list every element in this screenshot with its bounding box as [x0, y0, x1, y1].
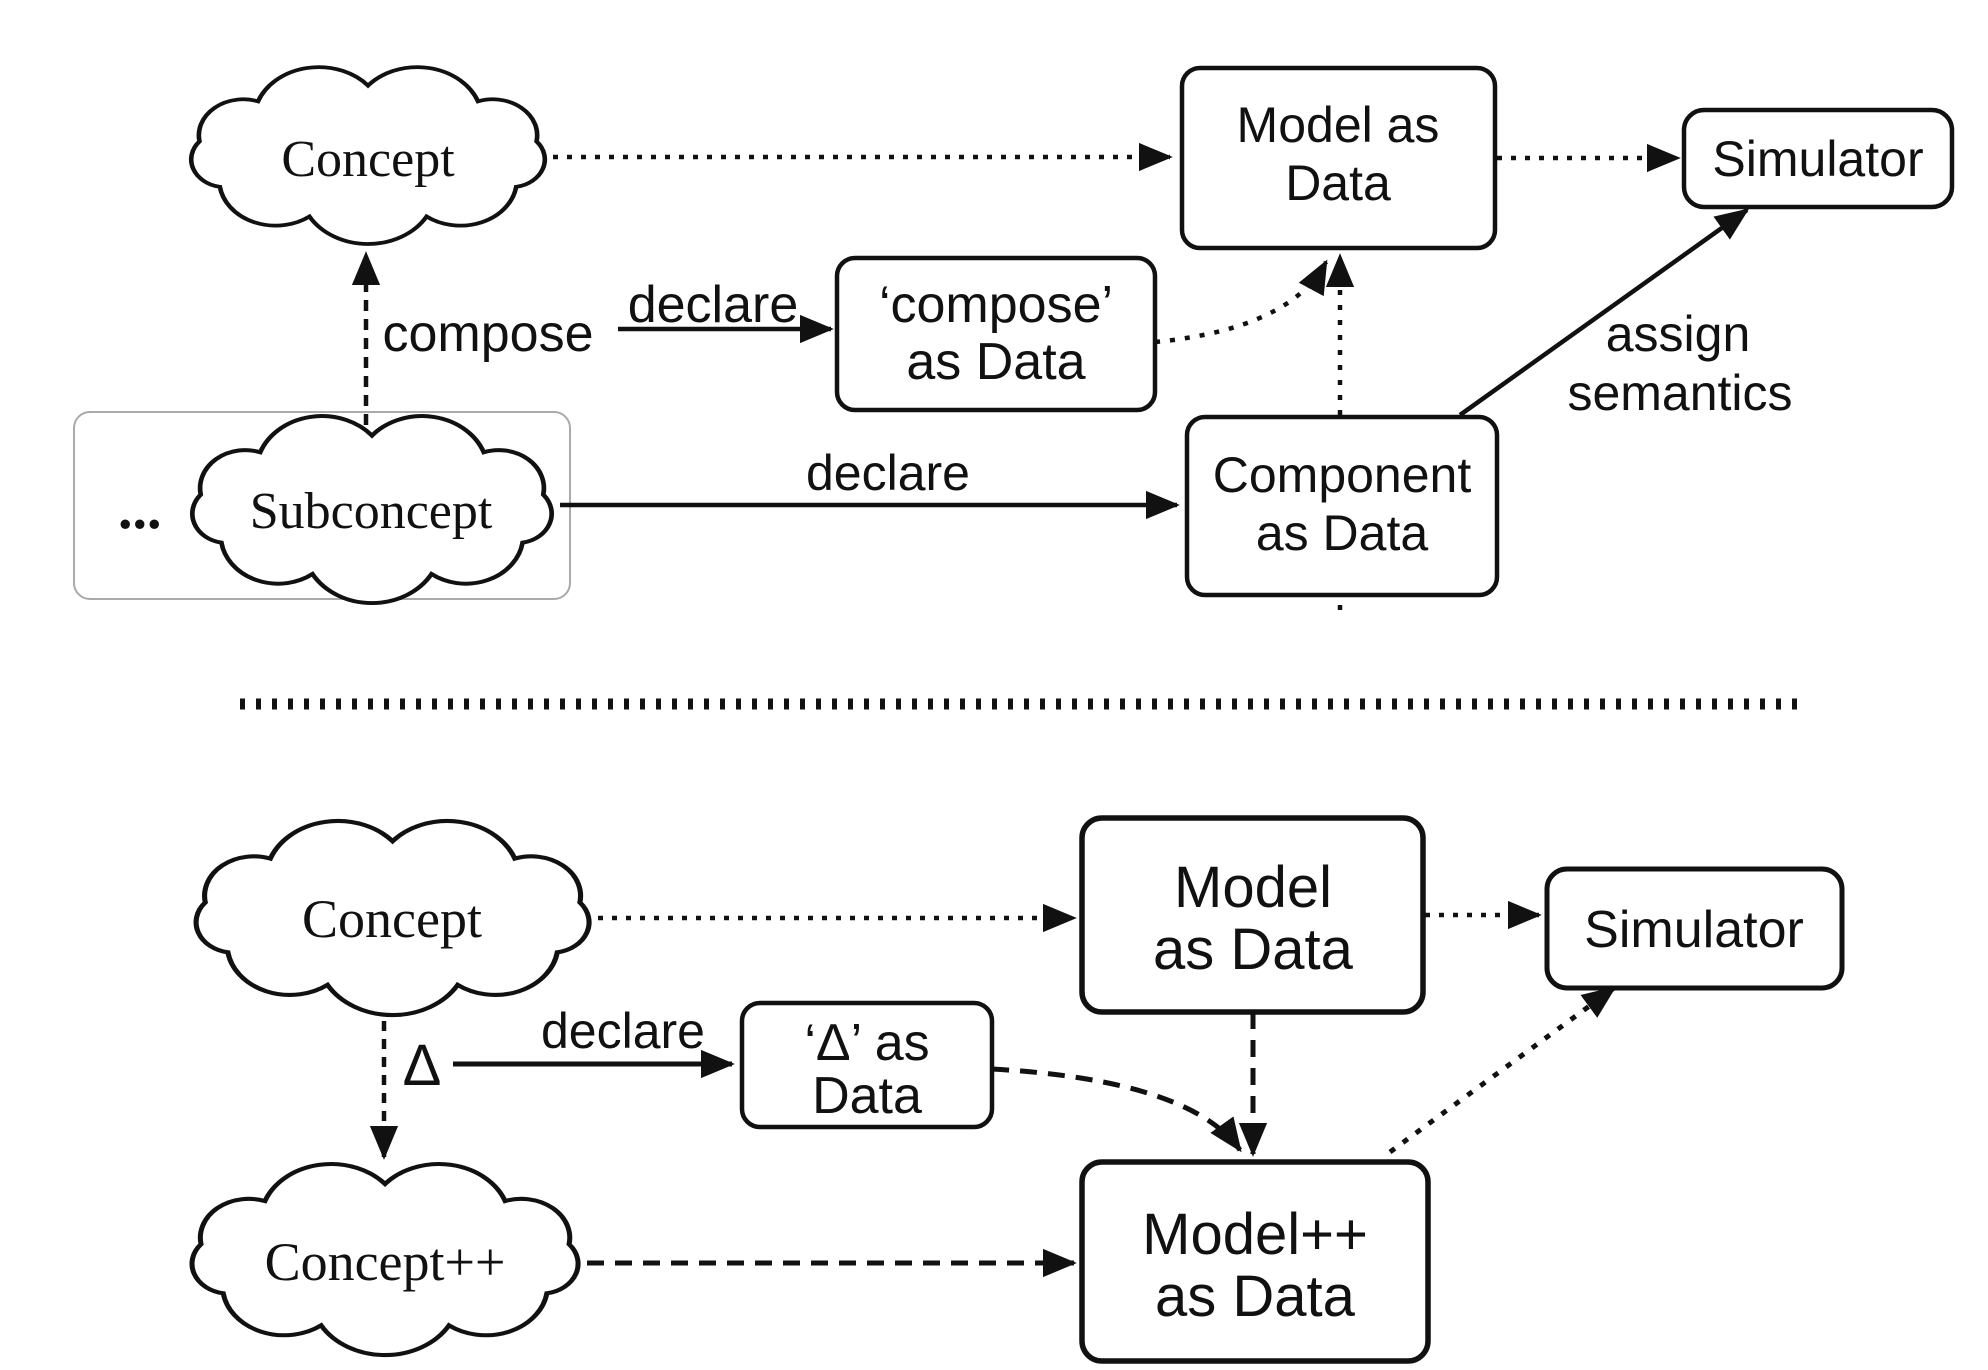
arrow-modelpp-to-simulator-dotted [1388, 985, 1617, 1155]
simulator-box-top [1681, 107, 1955, 210]
modelpp-box-line1: Model++ [1142, 1202, 1368, 1267]
subconcept-cloud-label: Subconcept [250, 483, 493, 540]
simulator-label-top: Simulator [1712, 131, 1923, 187]
conceptpp-cloud-label: Concept++ [265, 1232, 506, 1292]
model-box-bottom-line2: as Data [1153, 917, 1354, 982]
assign-label-line2: semantics [1567, 365, 1792, 421]
concept-cloud-label-bottom: Concept [302, 889, 482, 949]
model-box-top-line2: Data [1285, 155, 1391, 211]
component-box-line2: as Data [1256, 505, 1429, 561]
compose-box-line2: as Data [906, 333, 1085, 391]
arrow-composebox-to-model-dotted-curve [1154, 259, 1328, 345]
modelpp-as-data-box [1079, 1159, 1431, 1364]
model-as-data-box-top [1179, 65, 1498, 251]
simulator-label-bottom: Simulator [1584, 901, 1804, 959]
assign-label-line1: assign [1606, 306, 1751, 362]
concept-cloud-label-top: Concept [281, 131, 455, 188]
component-as-data-box [1184, 414, 1500, 598]
delta-box-line1: ‘Δ’ as [804, 1014, 929, 1072]
declare-upper-label: declare [628, 276, 799, 334]
modelpp-box-line2: as Data [1155, 1264, 1356, 1329]
compose-box-line1: ‘compose’ [879, 276, 1113, 334]
compose-label: compose [383, 305, 594, 363]
arrow-deltabox-to-modelpp-dashed-curve [991, 1066, 1243, 1153]
arrow-component-to-simulator-solid [1458, 208, 1750, 417]
model-box-top-line1: Model as [1237, 97, 1440, 153]
simulator-box-bottom [1544, 866, 1845, 991]
declare-lower-label: declare [806, 445, 970, 501]
declare-label-bottom: declare [541, 1003, 705, 1059]
model-as-data-box-bottom [1079, 815, 1426, 1015]
delta-box-line2: Data [812, 1067, 922, 1125]
compose-as-data-box [834, 255, 1158, 413]
delta-as-data-box [739, 1000, 995, 1130]
delta-label: Δ [403, 1033, 442, 1098]
subconcept-ellipsis: ... [118, 476, 162, 541]
component-box-line1: Component [1213, 447, 1472, 503]
model-box-bottom-line1: Model [1174, 855, 1332, 920]
